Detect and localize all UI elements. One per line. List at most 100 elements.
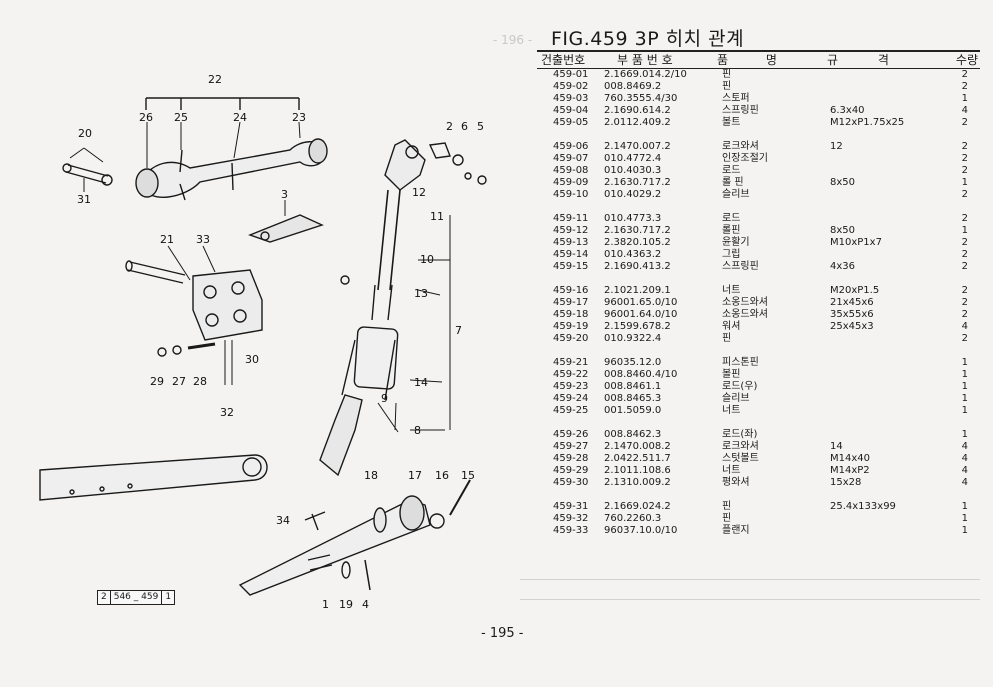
callout-23: 23 <box>292 111 306 124</box>
qty-cell: 1 <box>961 405 968 416</box>
part-no-cell: 010.4029.2 <box>604 189 662 200</box>
name-cell: 너트 <box>722 285 741 296</box>
ref-no-cell: 459-31 <box>553 501 589 512</box>
qty-cell: 2 <box>961 141 968 152</box>
qty-cell: 4 <box>961 441 968 452</box>
part-no-cell: 96001.64.0/10 <box>604 309 678 320</box>
name-cell: 너트 <box>722 465 741 476</box>
callout-24: 24 <box>233 111 247 124</box>
part-no-cell: 008.8469.2 <box>604 81 662 92</box>
part-no-cell: 2.0422.511.7 <box>604 453 671 464</box>
name-cell: 그립 <box>722 249 741 260</box>
ref-no-cell: 459-07 <box>553 153 589 164</box>
qty-cell: 2 <box>961 165 968 176</box>
part-no-cell: 2.1690.614.2 <box>604 105 671 116</box>
ref-no-cell: 459-21 <box>553 357 589 368</box>
name-cell: 볼핀 <box>722 369 741 380</box>
qty-cell: 1 <box>961 93 968 104</box>
ref-no-cell: 459-24 <box>553 393 589 404</box>
ref-no-cell: 459-15 <box>553 261 589 272</box>
name-cell: 스텃볼트 <box>722 453 759 464</box>
spec-cell: M20xP1.5 <box>830 285 880 296</box>
spec-cell: 21x45x6 <box>830 297 874 308</box>
name-cell: 스토퍼 <box>722 93 750 104</box>
header-ref-no: 건출번호 <box>541 53 586 67</box>
name-cell: 플랜지 <box>722 525 750 536</box>
callout-25: 25 <box>174 111 188 124</box>
ref-no-cell: 459-33 <box>553 525 589 536</box>
ref-no-cell: 459-29 <box>553 465 589 476</box>
qty-cell: 2 <box>961 261 968 272</box>
qty-cell: 4 <box>961 321 968 332</box>
qty-cell: 2 <box>961 249 968 260</box>
name-cell: 소옹드와셔 <box>722 297 768 308</box>
callout-28: 28 <box>193 375 207 388</box>
bleed-through-ghost <box>520 548 990 638</box>
spec-cell: 35x55x6 <box>830 309 874 320</box>
part-no-cell: 2.3820.105.2 <box>604 237 671 248</box>
ref-no-cell: 459-04 <box>553 105 589 116</box>
name-cell: 너트 <box>722 405 741 416</box>
ref-box-right: 1 <box>165 592 172 602</box>
part-no-cell: 001.5059.0 <box>604 405 662 416</box>
qty-cell: 1 <box>961 369 968 380</box>
ref-no-cell: 459-32 <box>553 513 589 524</box>
spec-cell: 6.3x40 <box>830 105 865 116</box>
name-cell: 스프링핀 <box>722 261 759 272</box>
name-cell: 핀 <box>722 69 732 80</box>
qty-cell: 1 <box>961 429 968 440</box>
part-no-cell: 010.9322.4 <box>604 333 662 344</box>
callout-12: 12 <box>412 186 426 199</box>
part-no-cell: 760.2260.3 <box>604 513 662 524</box>
qty-cell: 2 <box>961 81 968 92</box>
ref-no-cell: 459-10 <box>553 189 589 200</box>
ref-no-cell: 459-11 <box>553 213 589 224</box>
name-cell: 로드 <box>722 165 741 176</box>
part-no-cell: 010.4363.2 <box>604 249 662 260</box>
ref-no-cell: 459-03 <box>553 93 589 104</box>
name-cell: 스프링핀 <box>722 105 759 116</box>
qty-cell: 2 <box>961 189 968 200</box>
name-cell: 핀 <box>722 81 732 92</box>
callout-34: 34 <box>276 514 290 527</box>
name-cell: 핀 <box>722 501 732 512</box>
callout-13: 13 <box>414 287 428 300</box>
name-cell: 인장조절기 <box>722 153 768 164</box>
qty-cell: 1 <box>961 513 968 524</box>
qty-cell: 2 <box>961 117 968 128</box>
callout-30: 30 <box>245 353 259 366</box>
header-part-no: 부 품 번 호 <box>617 53 673 67</box>
part-no-cell: 2.1599.678.2 <box>604 321 671 332</box>
part-no-cell: 010.4772.4 <box>604 153 662 164</box>
callout-31: 31 <box>77 193 91 206</box>
qty-cell: 4 <box>961 465 968 476</box>
name-cell: 윤활기 <box>722 237 750 248</box>
callout-9: 9 <box>381 392 388 405</box>
qty-cell: 1 <box>961 393 968 404</box>
ref-no-cell: 459-25 <box>553 405 589 416</box>
callout-18: 18 <box>364 469 378 482</box>
callout-20: 20 <box>78 127 92 140</box>
callout-17: 17 <box>408 469 422 482</box>
callout-3: 3 <box>281 188 288 201</box>
ref-no-cell: 459-06 <box>553 141 589 152</box>
ref-no-cell: 459-09 <box>553 177 589 188</box>
part-no-cell: 2.1021.209.1 <box>604 285 671 296</box>
parts-table-header: 건출번호 부 품 번 호 품 명 규 격 수량 <box>537 50 980 69</box>
